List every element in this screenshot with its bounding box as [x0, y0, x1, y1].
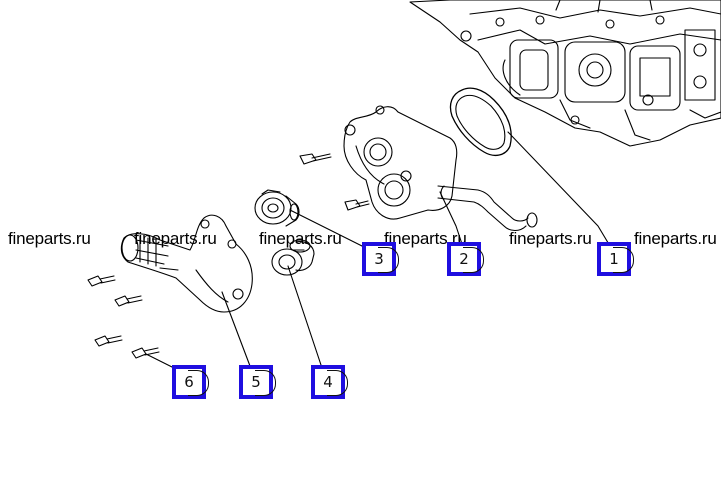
watermark-text: fineparts.ru: [384, 229, 467, 248]
engine-block: [409, 0, 721, 147]
callout-4[interactable]: 4: [311, 365, 348, 399]
thermostat: [271, 239, 315, 276]
watermark-text: fineparts.ru: [509, 229, 592, 248]
callout-3[interactable]: 3: [362, 242, 399, 276]
bolt: [299, 153, 370, 211]
callout-6[interactable]: 6: [172, 365, 209, 399]
gasket: [449, 87, 512, 157]
watermark-text: fineparts.ru: [134, 229, 217, 248]
callout-1[interactable]: 1: [597, 242, 634, 276]
watermark-text: fineparts.ru: [8, 229, 91, 248]
bolt: [87, 275, 160, 359]
callout-2[interactable]: 2: [447, 242, 484, 276]
callout-5[interactable]: 5: [239, 365, 276, 399]
thermostat-housing: [343, 105, 538, 232]
leader-lines: [145, 131, 611, 371]
watermark-text: fineparts.ru: [634, 229, 717, 248]
thermostat: [254, 189, 300, 227]
watermark-text: fineparts.ru: [259, 229, 342, 248]
